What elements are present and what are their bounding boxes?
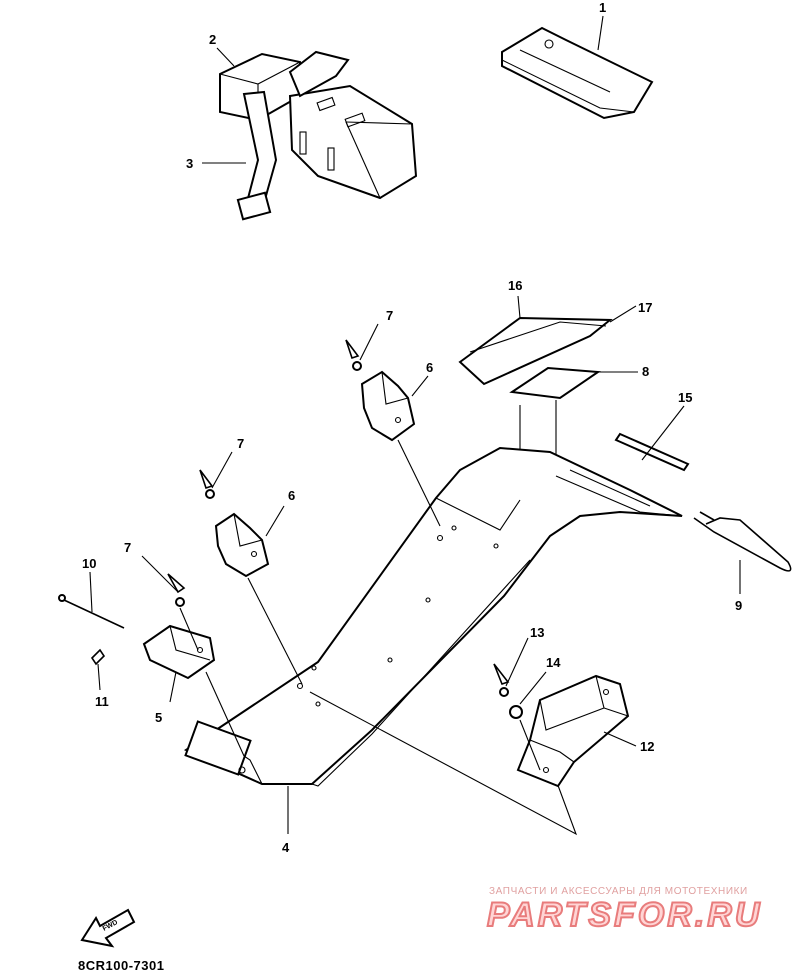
part-15-rod bbox=[614, 405, 690, 472]
part-17-pad bbox=[469, 305, 637, 353]
callout-16: 16 bbox=[508, 278, 522, 293]
part-16-pad bbox=[458, 295, 613, 386]
callout-3: 3 bbox=[186, 156, 193, 171]
callout-13: 13 bbox=[530, 625, 544, 640]
part-6-bracket-upper bbox=[360, 370, 441, 527]
callout-8: 8 bbox=[642, 364, 649, 379]
callout-7-middle: 7 bbox=[237, 436, 244, 451]
part-10-bolt bbox=[58, 571, 125, 629]
part-7-clip-lower bbox=[141, 555, 199, 651]
callout-9: 9 bbox=[735, 598, 742, 613]
part-13-bolt bbox=[493, 637, 529, 697]
part-3-battery-band bbox=[202, 50, 350, 221]
part-2-battery-case bbox=[216, 47, 418, 200]
part-1-tool-pouch bbox=[501, 15, 654, 120]
drawing-code: 8CR100-7301 bbox=[78, 958, 165, 973]
part-7-clip-middle bbox=[199, 451, 233, 499]
part-9-wire-hook bbox=[693, 511, 792, 594]
callout-17: 17 bbox=[638, 300, 652, 315]
part-12-bracket bbox=[516, 674, 637, 788]
callout-7-lower: 7 bbox=[124, 540, 131, 555]
callout-6-lower: 6 bbox=[288, 488, 295, 503]
callout-7-upper: 7 bbox=[386, 308, 393, 323]
callout-labels: 1 2 3 4 5 6 6 7 7 7 8 9 10 11 12 13 14 1… bbox=[82, 0, 742, 855]
part-14-nut bbox=[509, 671, 547, 771]
callout-14: 14 bbox=[546, 655, 561, 670]
watermark-tagline: ЗАПЧАСТИ И АКСЕССУАРЫ ДЛЯ МОТОТЕХНИКИ bbox=[489, 886, 748, 897]
callout-1: 1 bbox=[599, 0, 606, 15]
part-5-bracket bbox=[142, 624, 245, 757]
callout-10: 10 bbox=[82, 556, 96, 571]
part-7-clip-upper bbox=[345, 323, 379, 371]
callout-12: 12 bbox=[640, 739, 654, 754]
part-4-tray bbox=[183, 446, 683, 836]
callout-6-upper: 6 bbox=[426, 360, 433, 375]
callout-5: 5 bbox=[155, 710, 162, 725]
front-arrow-icon: FWD bbox=[80, 908, 136, 948]
callout-11: 11 bbox=[95, 694, 109, 709]
part-6-bracket-lower bbox=[214, 505, 303, 685]
callout-4: 4 bbox=[282, 840, 290, 855]
callout-2: 2 bbox=[209, 32, 216, 47]
watermark-logo: PARTSFOR.RU bbox=[486, 895, 763, 935]
part-11-nut bbox=[90, 648, 106, 691]
callout-15: 15 bbox=[678, 390, 692, 405]
